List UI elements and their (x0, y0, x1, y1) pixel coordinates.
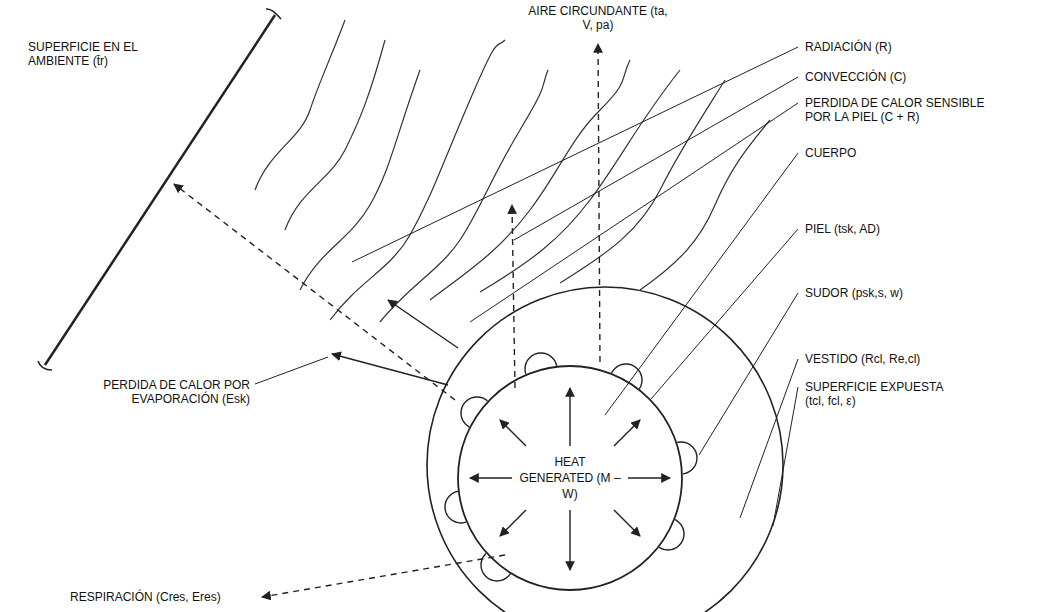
leader-lines (255, 47, 798, 526)
bracket-end (38, 361, 52, 370)
evaporation-arrow (332, 354, 448, 385)
callout-label: RADIACIÓN (R) (805, 40, 1045, 54)
callout-label: PERDIDA DE CALOR POR EVAPORACIÓN (Esk) (90, 378, 250, 406)
callout-label: RESPIRACIÓN (Cres, Eres) (70, 590, 270, 604)
heat-arrow (500, 420, 526, 446)
convection-arrow (512, 205, 515, 388)
leader-line (651, 229, 798, 399)
heat-arrow (569, 388, 570, 446)
body-circle: HEAT GENERATED (M – W) (457, 365, 683, 591)
leader-line (773, 387, 798, 526)
air-wave (430, 60, 630, 300)
heat-arrow (614, 510, 640, 536)
heat-arrows (470, 388, 670, 570)
clothing-circle (427, 287, 783, 612)
callout-label: VESTIDO (Rcl, Re,cl) (805, 352, 1045, 366)
leader-line (352, 47, 798, 262)
body-outline-circle (458, 366, 682, 590)
heat-arrow (470, 477, 512, 478)
air-flow-arrow (598, 44, 600, 362)
leader-line (514, 77, 798, 240)
radiation-arrow (174, 184, 455, 400)
air-wave (330, 40, 505, 320)
air-wave (380, 70, 548, 322)
respiration-arrow (262, 555, 505, 597)
evaporation-arrow (388, 300, 458, 348)
callout-label: CONVECCIÓN (C) (805, 70, 1045, 84)
air-wave (285, 40, 385, 230)
leader-line (740, 359, 798, 518)
air-wave (300, 70, 420, 290)
callout-label: SUPERFICIE EN EL AMBIENTE (t̄r) (28, 40, 163, 68)
leader-line (255, 357, 328, 384)
callout-label: SUDOR (psk,s, w) (805, 286, 1045, 300)
air-wave (560, 80, 725, 283)
heat-flows (174, 44, 600, 597)
callout-label: PERDIDA DE CALOR SENSIBLE POR LA PIEL (C… (805, 96, 1005, 124)
callout-label: PIEL (tsk, AD) (805, 222, 1045, 236)
heat-arrow (569, 510, 570, 570)
callout-label: CUERPO (805, 146, 1045, 160)
leader-line (470, 103, 798, 322)
callout-label: AIRE CIRCUNDANTE (ta, V, pa) (528, 4, 668, 32)
air-wave (640, 120, 770, 290)
leader-line (605, 153, 798, 415)
body-fill (457, 365, 683, 591)
leader-line (699, 293, 798, 455)
bracket-end (266, 9, 281, 19)
heat-arrow (500, 510, 526, 536)
callout-label: SUPERFICIE EXPUESTA (tcl, fcl, ε) (805, 380, 955, 408)
heat-arrow (628, 477, 670, 478)
air-wave (255, 20, 345, 190)
air-wave (480, 70, 680, 292)
heat-arrow (614, 420, 640, 446)
node-text: HEAT GENERATED (M – W) (518, 454, 622, 502)
